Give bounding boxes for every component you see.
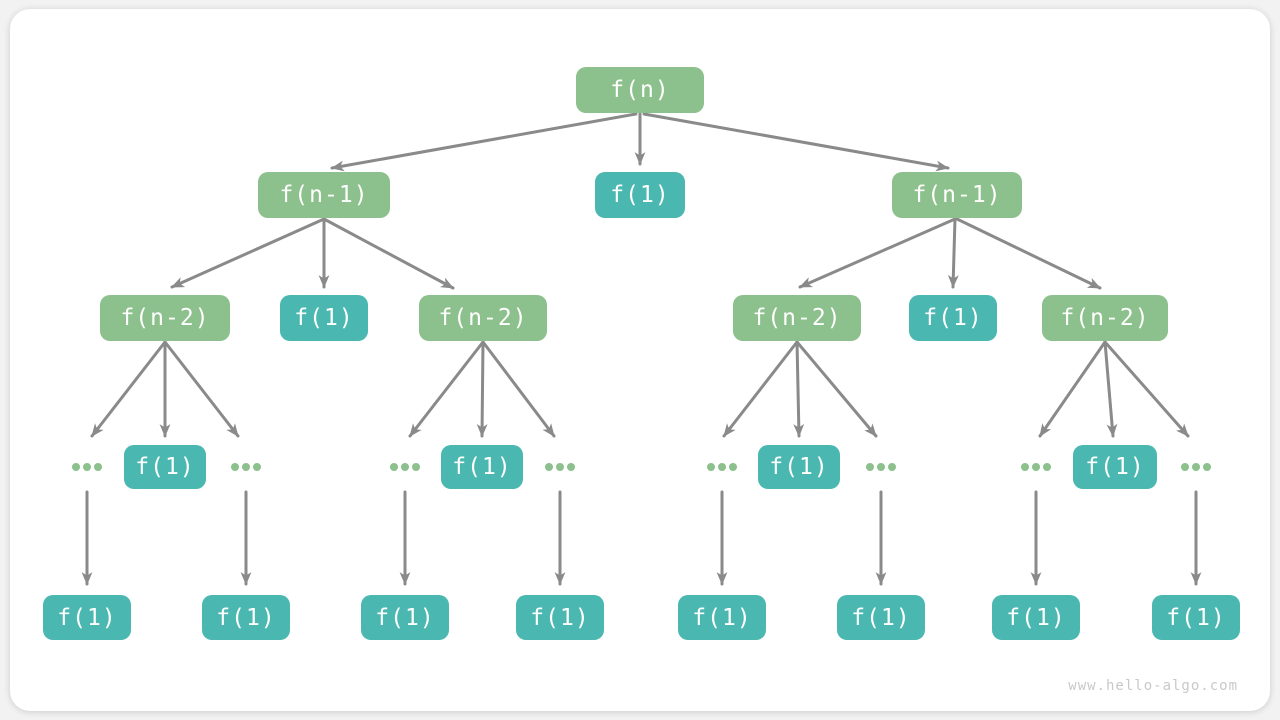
node-f1-l5-7: f(1)	[992, 595, 1080, 640]
node-f1-l2: f(1)	[595, 172, 685, 218]
node-f1-l5-2: f(1)	[202, 595, 290, 640]
node-f-n2-4: f(n-2)	[1042, 295, 1168, 341]
node-f-n1-left: f(n-1)	[258, 172, 390, 218]
node-f1-l4-c: f(1)	[758, 445, 840, 489]
ellipsis-c-left	[707, 463, 737, 471]
node-f-n2-3: f(n-2)	[733, 295, 861, 341]
ellipsis-b-left	[390, 463, 420, 471]
ellipsis-d-right	[1181, 463, 1211, 471]
node-f1-l4-b: f(1)	[441, 445, 523, 489]
node-f1-l3-right: f(1)	[909, 295, 997, 341]
node-f1-l5-6: f(1)	[837, 595, 925, 640]
node-f1-l5-4: f(1)	[516, 595, 604, 640]
node-f1-l5-5: f(1)	[678, 595, 766, 640]
node-f-n2-2: f(n-2)	[419, 295, 547, 341]
node-f-n2-1: f(n-2)	[100, 295, 230, 341]
ellipsis-a-left	[72, 463, 102, 471]
node-f1-l4-a: f(1)	[124, 445, 206, 489]
node-f-n: f(n)	[576, 67, 704, 113]
node-f-n1-right: f(n-1)	[892, 172, 1022, 218]
ellipsis-a-right	[231, 463, 261, 471]
node-f1-l4-d: f(1)	[1073, 445, 1157, 489]
node-f1-l5-3: f(1)	[361, 595, 449, 640]
node-f1-l5-1: f(1)	[43, 595, 131, 640]
ellipsis-d-left	[1021, 463, 1051, 471]
ellipsis-c-right	[866, 463, 896, 471]
watermark: www.hello-algo.com	[1068, 678, 1238, 694]
ellipsis-b-right	[545, 463, 575, 471]
node-f1-l5-8: f(1)	[1152, 595, 1240, 640]
node-f1-l3-left: f(1)	[280, 295, 368, 341]
figure-canvas	[10, 9, 1270, 711]
